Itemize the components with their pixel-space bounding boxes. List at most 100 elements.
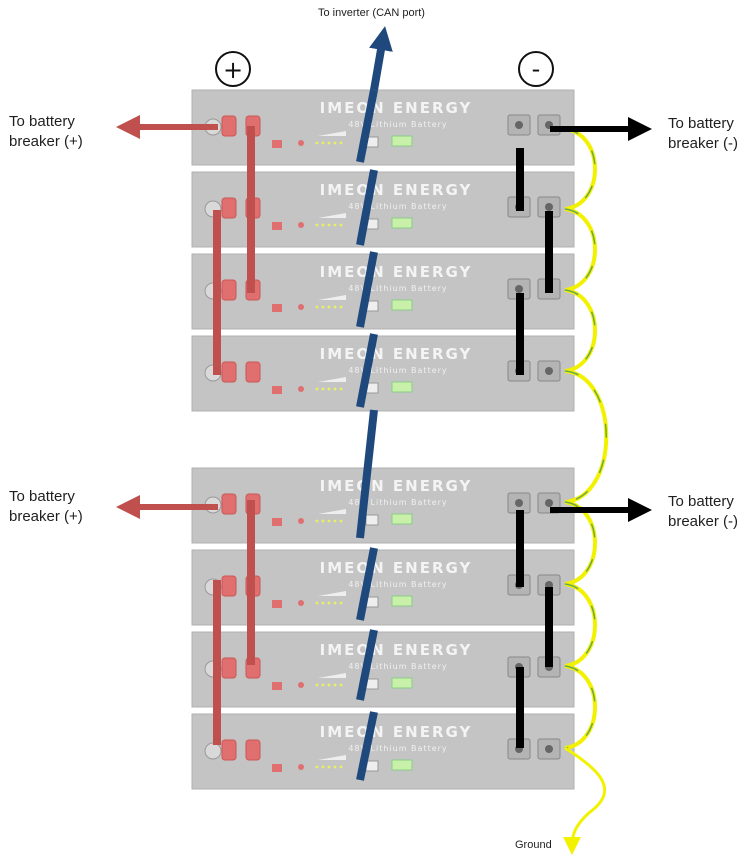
soc-led <box>315 223 319 227</box>
minus-symbol: - <box>532 55 541 83</box>
soc-led <box>333 305 337 309</box>
soc-indicator <box>318 131 346 136</box>
soc-led <box>327 601 331 605</box>
soc-led <box>333 765 337 769</box>
can-port <box>365 514 379 526</box>
power-switch <box>272 764 282 772</box>
soc-led <box>333 223 337 227</box>
soc-led <box>333 141 337 145</box>
soc-led <box>333 519 337 523</box>
soc-led <box>315 141 319 145</box>
rs485-port <box>391 381 413 393</box>
soc-led <box>321 141 325 145</box>
negative-bolt <box>515 285 523 293</box>
soc-indicator <box>318 213 346 218</box>
soc-led <box>339 683 343 687</box>
ground-stripe <box>564 128 596 210</box>
battery-subtitle: 48V Lithium Battery <box>348 662 447 671</box>
ground-label: Ground <box>515 839 552 851</box>
breaker-negative-bottom-line1: To battery <box>668 493 734 510</box>
battery-brand: IMEON ENERGY <box>320 181 473 199</box>
positive-terminal-symbol: + <box>215 51 251 87</box>
inverter-can-label: To inverter (CAN port) <box>318 7 425 19</box>
soc-led <box>321 765 325 769</box>
rs485-port <box>391 677 413 689</box>
positive-terminal <box>245 739 261 761</box>
battery-brand: IMEON ENERGY <box>320 559 473 577</box>
soc-led <box>321 519 325 523</box>
soc-led <box>315 765 319 769</box>
ground-stripe <box>564 370 607 503</box>
soc-led <box>315 519 319 523</box>
power-switch <box>272 682 282 690</box>
negative-bolt <box>545 203 553 211</box>
status-led <box>298 386 304 392</box>
can-port <box>365 760 379 772</box>
can-cable <box>356 333 378 408</box>
status-led <box>298 140 304 146</box>
ground-stripe <box>564 665 596 749</box>
breaker-positive-top-label: To battery breaker (+) <box>9 112 83 152</box>
power-switch <box>272 386 282 394</box>
ground-stripe <box>564 289 596 372</box>
battery-subtitle: 48V Lithium Battery <box>348 120 447 129</box>
soc-led <box>327 765 331 769</box>
soc-led <box>333 387 337 391</box>
soc-led <box>327 141 331 145</box>
battery-subtitle: 48V Lithium Battery <box>348 366 447 375</box>
soc-led <box>327 223 331 227</box>
positive-terminal <box>221 361 237 383</box>
positive-terminal <box>221 115 237 137</box>
soc-led <box>327 305 331 309</box>
battery-subtitle: 48V Lithium Battery <box>348 498 447 507</box>
soc-led <box>315 305 319 309</box>
status-led <box>298 304 304 310</box>
rs485-port <box>391 759 413 771</box>
soc-led <box>339 601 343 605</box>
rs485-port <box>391 135 413 147</box>
breaker-positive-top-line2: breaker (+) <box>9 133 83 150</box>
negative-bolt <box>545 499 553 507</box>
soc-led <box>321 305 325 309</box>
soc-led <box>339 765 343 769</box>
battery-subtitle: 48V Lithium Battery <box>348 744 447 753</box>
rs485-port <box>391 513 413 525</box>
can-cable <box>356 169 378 246</box>
soc-led <box>321 387 325 391</box>
battery-subtitle: 48V Lithium Battery <box>348 202 447 211</box>
soc-indicator <box>318 755 346 760</box>
soc-indicator <box>318 295 346 300</box>
soc-led <box>339 519 343 523</box>
battery-brand: IMEON ENERGY <box>320 345 473 363</box>
soc-indicator <box>318 591 346 596</box>
soc-led <box>315 683 319 687</box>
ground-stripe <box>564 583 596 667</box>
soc-led <box>321 601 325 605</box>
negative-jumper-cables <box>516 148 553 748</box>
can-cable <box>356 711 378 781</box>
grounding-stud <box>204 742 222 760</box>
status-led <box>298 764 304 770</box>
positive-terminal <box>221 493 237 515</box>
can-cable <box>356 547 378 621</box>
breaker-positive-bottom-label: To battery breaker (+) <box>9 487 83 527</box>
ground-lead <box>563 746 607 855</box>
breaker-negative-bottom-line2: breaker (-) <box>668 513 739 530</box>
soc-led <box>333 683 337 687</box>
breaker-negative-top-label: To battery breaker (-) <box>668 114 738 154</box>
breaker-negative-top-line1: To battery <box>668 115 734 132</box>
power-switch <box>272 518 282 526</box>
breaker-arrows <box>116 115 652 522</box>
soc-led <box>339 305 343 309</box>
negative-bolt <box>545 745 553 753</box>
soc-led <box>333 601 337 605</box>
ground-stripe <box>564 208 596 291</box>
negative-bolt <box>515 499 523 507</box>
soc-led <box>315 387 319 391</box>
